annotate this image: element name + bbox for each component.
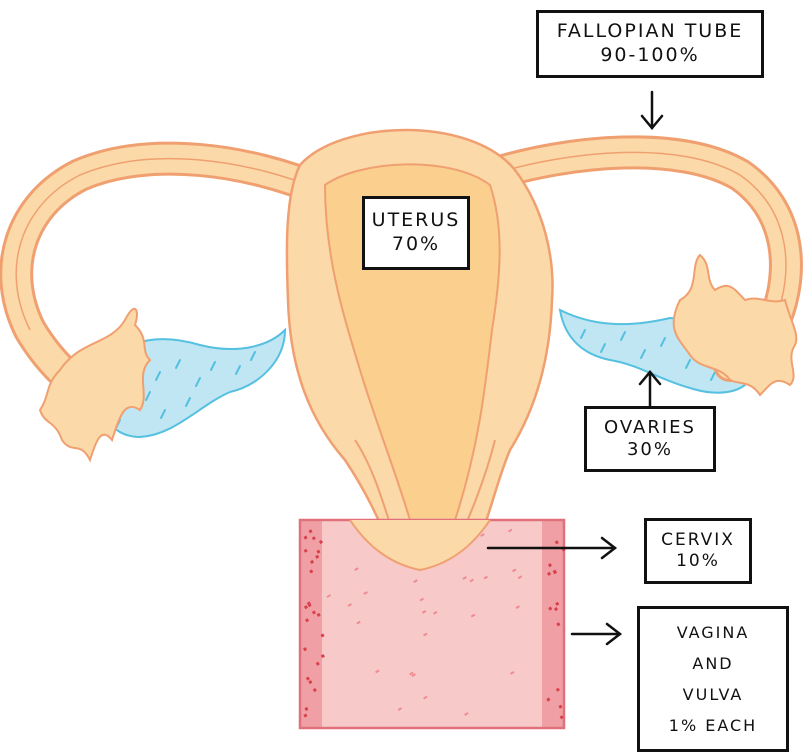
- cervix-name: CERVIX: [661, 530, 735, 551]
- vulva-name: VULVA: [683, 685, 744, 705]
- arrow-fallopian-tube: [642, 92, 662, 128]
- arrow-vagina: [572, 624, 620, 644]
- uterus-value: 70%: [392, 233, 440, 257]
- fallopian-tube-value: 90-100%: [600, 44, 699, 68]
- cervix-label: CERVIX 10%: [644, 518, 752, 584]
- fallopian-tube-name: FALLOPIAN TUBE: [557, 20, 744, 44]
- arrow-ovaries: [640, 372, 660, 408]
- ovaries-value: 30%: [627, 439, 673, 462]
- uterus-name: UTERUS: [372, 209, 461, 233]
- ovaries-label: OVARIES 30%: [584, 406, 716, 472]
- fallopian-tube-label: FALLOPIAN TUBE 90-100%: [536, 10, 764, 78]
- and-text: AND: [692, 654, 733, 674]
- uterus-label: UTERUS 70%: [362, 196, 470, 270]
- cervix-value: 10%: [676, 551, 720, 572]
- vagina-name: VAGINA: [677, 623, 750, 643]
- vagina-vulva-label: VAGINA AND VULVA 1% EACH: [637, 606, 789, 752]
- vagina-vulva-value: 1% EACH: [669, 716, 757, 736]
- ovaries-name: OVARIES: [604, 417, 696, 440]
